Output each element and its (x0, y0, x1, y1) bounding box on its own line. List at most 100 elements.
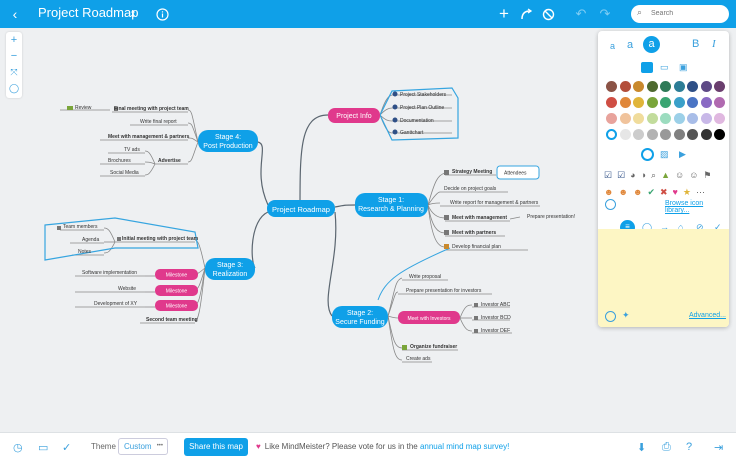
investor-item[interactable]: Investor ABC (481, 302, 511, 308)
image-icon[interactable]: ▲ (661, 170, 675, 180)
cross-icon[interactable]: ✖ (660, 187, 673, 197)
milestone-node[interactable] (155, 300, 198, 311)
color-swatch[interactable] (660, 97, 671, 108)
bold-button[interactable]: B (692, 38, 700, 50)
color-swatch[interactable] (633, 81, 644, 92)
root-node[interactable] (267, 200, 335, 217)
color-swatch[interactable] (673, 97, 685, 108)
initial-meeting-item[interactable]: Initial meeting with project team (122, 236, 199, 242)
link-tab-icon[interactable]: ⊘ (696, 222, 704, 232)
color-swatch[interactable] (714, 97, 725, 108)
info-icon[interactable] (155, 6, 169, 22)
software-item[interactable]: Software implementation (82, 270, 137, 276)
clear-style-icon[interactable] (605, 311, 616, 322)
color-swatch[interactable] (646, 81, 658, 92)
stage-4-node[interactable] (198, 130, 258, 152)
info-item[interactable]: Ganttchart (400, 130, 424, 136)
meet-investors-node[interactable] (398, 311, 460, 324)
comment-tab-icon[interactable]: ◯ (642, 222, 653, 232)
present-icon[interactable]: ▭ (38, 442, 49, 454)
write-proposal-item[interactable]: Write proposal (409, 274, 441, 280)
icons-tab-icon[interactable] (641, 148, 654, 161)
color-swatch[interactable] (646, 97, 658, 108)
color-swatch[interactable] (700, 97, 712, 108)
color-swatch[interactable] (606, 129, 617, 140)
notes-area[interactable] (598, 229, 729, 327)
map-title[interactable]: Project Roadmap (38, 5, 139, 20)
color-swatch[interactable] (646, 129, 658, 140)
team-members-item[interactable]: Team members (63, 224, 98, 230)
info-item[interactable]: Documentation (400, 118, 434, 124)
info-item[interactable]: Project Plan Outline (400, 105, 444, 111)
block-icon[interactable] (541, 6, 555, 22)
forward-tab-icon[interactable]: → (660, 222, 669, 232)
survey-link[interactable]: annual mind map survey! (419, 442, 510, 451)
happy-icon[interactable]: ☻ (618, 187, 633, 197)
ellipsis-icon[interactable]: ⋯ (695, 187, 710, 197)
milestone-node[interactable] (155, 269, 198, 280)
advertise-item[interactable]: Advertise (158, 158, 181, 164)
notes-item[interactable]: Notes (78, 249, 92, 255)
zoom-in-icon[interactable]: + (10, 34, 18, 46)
prepare-presentation-item[interactable]: Prepare presentation! (527, 214, 575, 220)
strategy-meeting-item[interactable]: Strategy Meeting (452, 169, 492, 175)
fit-icon[interactable]: ⤧ (10, 67, 18, 77)
no-icon[interactable] (605, 199, 616, 210)
website-item[interactable]: Website (118, 286, 136, 292)
color-swatch[interactable] (673, 113, 685, 124)
video-tab-icon[interactable]: ▶ (679, 149, 686, 159)
brochures-item[interactable]: Brochures (108, 158, 131, 164)
color-swatch[interactable] (660, 113, 671, 124)
color-swatch[interactable] (619, 113, 631, 124)
color-swatch[interactable] (687, 129, 698, 140)
check-icon[interactable]: ✓ (62, 442, 72, 454)
color-swatch[interactable] (687, 81, 698, 92)
tv-ads-item[interactable]: TV ads (124, 147, 140, 153)
text-size-small[interactable]: a (610, 41, 616, 51)
advanced-link[interactable]: Advanced... (689, 312, 726, 319)
social-media-item[interactable]: Social Media (110, 170, 139, 176)
color-swatch[interactable] (606, 81, 617, 92)
decide-goals-item[interactable]: Decide on project goals (444, 186, 497, 192)
user-icon[interactable]: ☺ (675, 170, 690, 180)
border-tab-icon[interactable]: ▣ (679, 62, 688, 72)
title-sort-icon[interactable]: ⇕ (129, 8, 137, 19)
fill-tab-icon[interactable]: ▭ (660, 62, 669, 72)
final-report-item[interactable]: Write final report (140, 119, 177, 125)
write-report-item[interactable]: Write report for management & partners (450, 200, 539, 206)
checkbox-icon[interactable]: ☑ (604, 170, 618, 180)
development-item[interactable]: Development of XY (94, 301, 138, 307)
create-ads-item[interactable]: Create ads (406, 356, 431, 362)
investor-item[interactable]: Investor BCD (481, 315, 511, 321)
agenda-item[interactable]: Agenda (82, 237, 99, 243)
text-size-large[interactable]: a (643, 36, 660, 53)
review-item[interactable]: Review (75, 105, 92, 111)
stage-3-node[interactable] (205, 258, 255, 280)
color-swatch[interactable] (714, 81, 725, 92)
color-swatch[interactable] (673, 129, 685, 140)
second-meeting-item[interactable]: Second team meeting (146, 317, 198, 323)
smiley-icon[interactable]: ☻ (604, 187, 619, 197)
theme-select[interactable]: Custom ••• (118, 438, 168, 455)
color-swatch[interactable] (619, 97, 631, 108)
history-icon[interactable]: ◷ (13, 442, 23, 454)
color-swatch[interactable] (714, 129, 725, 140)
color-swatch[interactable] (660, 81, 671, 92)
meet-partners-item[interactable]: Meet with partners (452, 230, 496, 236)
color-swatch[interactable] (633, 97, 644, 108)
meet-mgmt-partners-item[interactable]: Meet with management & partners (108, 134, 190, 140)
color-swatch[interactable] (700, 129, 712, 140)
color-swatch[interactable] (660, 129, 671, 140)
star-icon[interactable]: ★ (682, 187, 696, 197)
color-swatch[interactable] (633, 129, 644, 140)
zoom-out-icon[interactable]: − (10, 50, 18, 62)
text-color-tab-icon[interactable] (641, 62, 653, 73)
progress-icon[interactable]: ◕ (630, 170, 641, 180)
image-tab-icon[interactable]: ▨ (660, 149, 669, 159)
color-swatch[interactable] (700, 113, 712, 124)
sad-icon[interactable]: ☻ (632, 187, 648, 197)
attach-tab-icon[interactable]: ⌂ (678, 222, 684, 232)
info-item[interactable]: Project Stakeholders (400, 92, 447, 98)
color-swatch[interactable] (687, 113, 698, 124)
print-icon[interactable]: ⎙ (662, 441, 671, 453)
